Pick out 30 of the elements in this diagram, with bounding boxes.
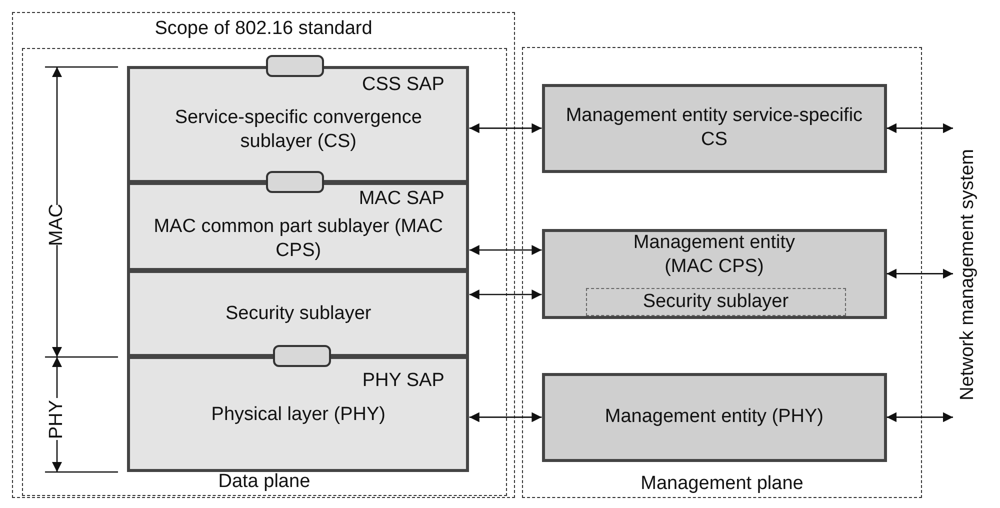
layer-label: Security sublayer (226, 302, 372, 326)
layer-label: MAC common part sublayer (MAC CPS) (153, 214, 444, 263)
entity-box (542, 228, 887, 319)
double-arrow (469, 123, 542, 134)
system-label: Network management system (956, 149, 979, 401)
entity-label: Management entity service-specific CS (564, 104, 864, 152)
dimension-label: MAC (46, 205, 68, 245)
layer-box (127, 270, 470, 358)
entity-box (542, 84, 887, 173)
layer-label: Service-specific convergence sublayer (CS) (174, 106, 423, 154)
double-arrow (886, 123, 953, 134)
sap-label: CSS SAP (362, 73, 444, 98)
sublayer-box (586, 288, 846, 316)
plane-label: Data plane (217, 470, 312, 494)
scope-title: Scope of 802.16 standard (154, 17, 374, 41)
entity-label: Management entity (MAC CPS) (632, 230, 796, 279)
double-arrow (469, 245, 542, 256)
double-arrow (886, 412, 953, 422)
entity-label: Management entity (PHY) (604, 405, 824, 430)
plane-boundary (522, 47, 922, 498)
dimension-label: PHY (46, 398, 68, 440)
sap-label: PHY SAP (362, 369, 444, 394)
double-arrow (469, 412, 542, 422)
entity-box (542, 372, 887, 462)
sap-label: MAC SAP (358, 187, 444, 212)
sublayer-label: Security sublayer (642, 290, 789, 314)
layer-label: Physical layer (PHY) (211, 403, 386, 428)
double-arrow (469, 290, 542, 300)
double-arrow (886, 268, 953, 279)
plane-label: Management plane (640, 472, 804, 496)
